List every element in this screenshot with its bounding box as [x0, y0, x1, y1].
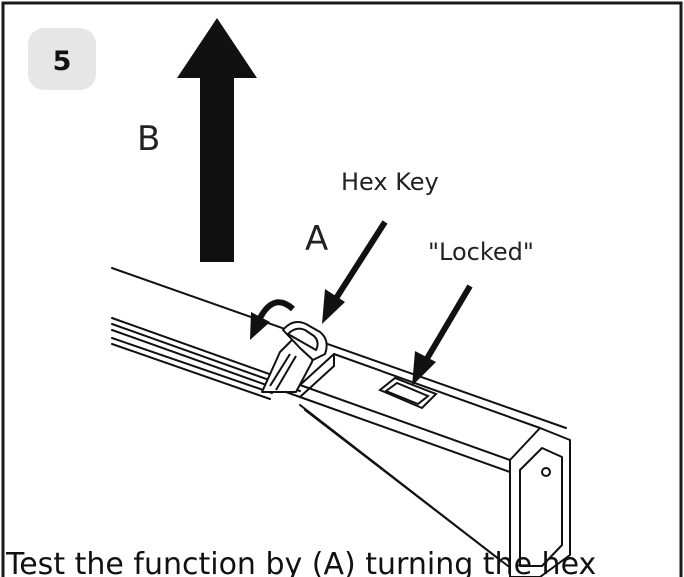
rail-profile	[111, 267, 571, 577]
locked-pointer-arrow-icon	[412, 284, 473, 386]
label-locked: "Locked"	[428, 238, 534, 266]
hex-key-clamp	[261, 321, 328, 393]
label-hex-key: Hex Key	[341, 168, 439, 196]
label-b: B	[137, 119, 160, 159]
label-a: A	[305, 219, 328, 259]
instruction-caption: Test the function by (A) turning the hex	[6, 547, 597, 577]
step-number: 5	[53, 46, 72, 77]
locked-indicator-slot	[378, 376, 438, 410]
hex-key-pointer-arrow-icon	[322, 220, 388, 324]
up-arrow-icon	[177, 18, 257, 262]
step-badge: 5	[28, 28, 96, 90]
step-badge-box	[28, 28, 96, 90]
